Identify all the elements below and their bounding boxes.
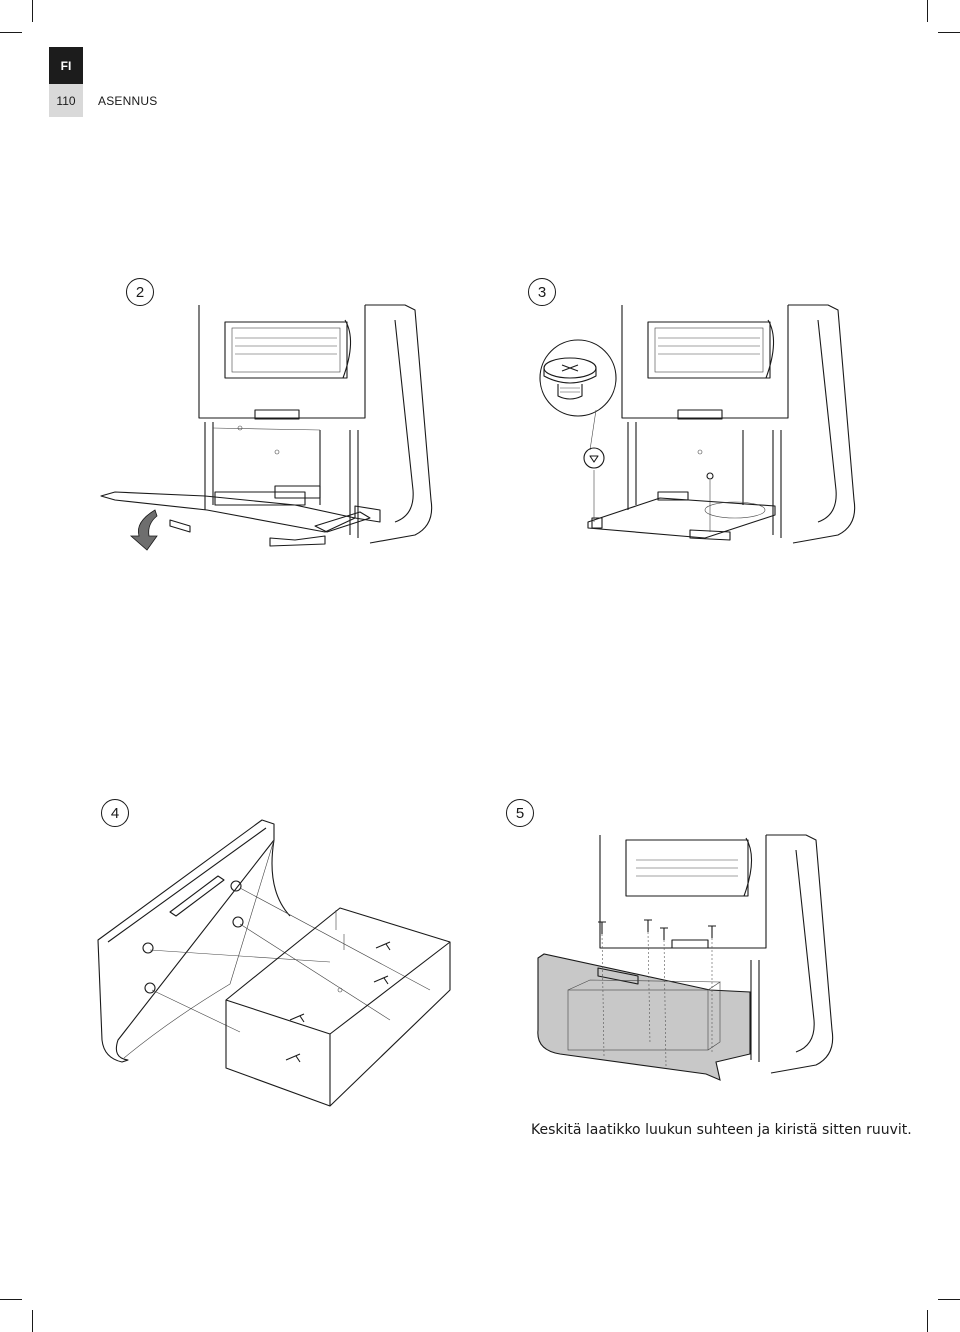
crop-mark xyxy=(938,1299,960,1300)
section-title: ASENNUS xyxy=(98,94,158,108)
page-number: 110 xyxy=(49,84,83,117)
illustration-step-2 xyxy=(100,304,433,551)
crop-mark xyxy=(0,1299,22,1300)
crop-mark xyxy=(32,0,33,22)
crop-mark xyxy=(938,32,960,33)
step-number-3: 3 xyxy=(528,278,556,306)
step-number-5: 5 xyxy=(506,799,534,827)
step-number-4: 4 xyxy=(101,799,129,827)
crop-mark xyxy=(927,1310,928,1332)
step-number-2: 2 xyxy=(126,278,154,306)
illustration-step-3 xyxy=(539,304,856,544)
crop-mark xyxy=(0,32,22,33)
step-5-caption: Keskitä laatikko luukun suhteen ja kiris… xyxy=(531,1122,912,1138)
crop-mark xyxy=(927,0,928,22)
illustration-step-5 xyxy=(537,834,834,1081)
language-tab: FI xyxy=(49,47,83,84)
crop-mark xyxy=(32,1310,33,1332)
illustration-step-4 xyxy=(97,819,451,1107)
